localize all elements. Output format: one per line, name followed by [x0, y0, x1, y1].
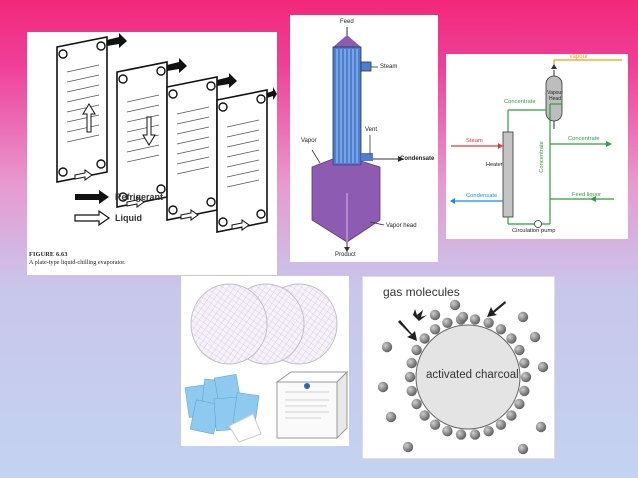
gas-molecule: [457, 311, 469, 323]
gas-molecule: [514, 344, 525, 356]
label-product: Product: [335, 252, 356, 258]
activated-charcoal-figure: gas molecules activated charcoal: [362, 276, 555, 459]
gas-molecule: [411, 398, 422, 410]
legend-refrigerant: Refrigerant: [115, 192, 164, 202]
circulation-diagram-drawing: [450, 59, 622, 228]
gas-molecule: [519, 357, 530, 369]
figure-caption: FIGURE 6.63 A plate-type liquid-chilling…: [29, 251, 126, 266]
gas-molecule: [419, 333, 430, 344]
figure-caption-text: A plate-type liquid-chilling evaporator.: [29, 258, 126, 266]
gas-molecule: [506, 410, 517, 421]
refrigerant-arrow-icon: [75, 190, 109, 204]
gas-molecule: [506, 333, 517, 344]
gas-molecule: [385, 411, 397, 423]
label-vapor: Vapor: [301, 138, 317, 144]
label-vapour-head: Vapour Head: [547, 90, 563, 102]
filter-papers-photo: [181, 276, 349, 446]
figure-number: FIGURE 6.63: [29, 251, 68, 258]
gas-molecule: [402, 441, 414, 453]
gas-molecule: [469, 314, 481, 325]
gas-molecule: [406, 357, 417, 369]
vertical-evaporator-drawing: [311, 27, 404, 252]
label-vent: Vent: [365, 127, 378, 133]
plate-evaporator-drawing: [56, 33, 277, 233]
label-condensate: Condensate: [466, 193, 498, 199]
gas-molecule: [537, 361, 549, 373]
gas-molecule: [411, 344, 422, 356]
gas-molecule: [520, 371, 532, 383]
gas-molecule: [429, 309, 441, 321]
gas-molecule: [449, 299, 461, 311]
gas-molecule: [519, 385, 530, 397]
gas-molecule: [469, 429, 481, 440]
gas-molecule: [404, 371, 416, 383]
gas-molecule: [419, 410, 430, 421]
gas-molecule: [517, 443, 529, 455]
label-concentrate-right: Concentrate: [568, 136, 600, 142]
label-concentrate-vertical: Concentrate: [538, 141, 545, 173]
gas-molecule: [442, 426, 453, 437]
label-feed-liquor: Feed liquor: [572, 192, 602, 198]
label-condensate: Condensate: [400, 156, 435, 162]
label-circulation-pump: Circulation pump: [512, 228, 556, 234]
gas-molecule: [406, 385, 417, 397]
gas-molecule: [455, 429, 467, 440]
liquid-arrow-icon: [74, 209, 111, 227]
gas-molecule: [429, 324, 441, 335]
label-steam: Steam: [466, 138, 483, 144]
gas-molecule: [514, 398, 525, 410]
gas-molecule: [377, 381, 389, 393]
gas-molecule: [517, 311, 529, 323]
label-gas-molecules: gas molecules: [383, 285, 460, 299]
gas-molecule: [442, 317, 453, 328]
label-concentrate-top: Concentrate: [504, 99, 536, 105]
gas-molecule: [529, 331, 541, 343]
vertical-evaporator-figure: Feed Steam Vent Vapor Condensate Vapor h…: [290, 15, 438, 262]
label-activated-charcoal: activated charcoal: [426, 369, 519, 381]
gas-molecule: [495, 419, 507, 430]
plate-evaporator-figure: Refrigerant Liquid FIGURE 6.63 A plate-t…: [27, 32, 277, 275]
gas-molecule: [535, 421, 547, 433]
filter-papers-drawing: [184, 283, 349, 443]
activated-charcoal-drawing: [377, 299, 549, 455]
gas-molecule: [381, 341, 393, 353]
label-vapour: Vapour: [569, 54, 588, 60]
gas-molecule: [483, 317, 494, 328]
label-feed: Feed: [340, 19, 354, 25]
gas-molecule: [495, 324, 507, 335]
gas-molecule: [483, 426, 494, 437]
circulation-diagram: Vapour Vapour Head Concentrate Concentra…: [446, 54, 628, 239]
legend-liquid: Liquid: [115, 213, 142, 223]
gas-molecule: [429, 419, 441, 430]
label-heater: Heater: [486, 162, 503, 168]
label-steam: Steam: [380, 64, 398, 70]
label-vapor-head: Vapor head: [386, 223, 417, 229]
